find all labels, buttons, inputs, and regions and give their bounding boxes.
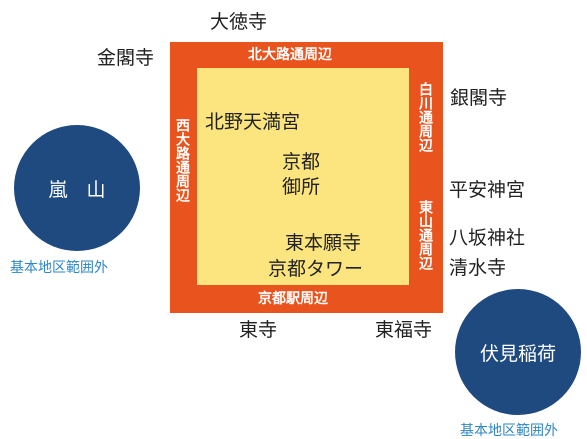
central-area-inner [197,68,409,285]
label-kiyomizudera: 清水寺 [449,257,507,279]
area-name-fushimi-inari: 伏見稲荷 [479,342,556,365]
label-gosho-line1: 京都 [282,151,321,173]
band-label-north: 北大路通周辺 [248,47,332,63]
label-kyoto-tower: 京都タワー [268,258,364,280]
label-toji: 東寺 [239,319,278,341]
band-label-west: 西大路通周辺 [174,118,190,202]
label-daitokuji: 大徳寺 [210,11,268,33]
label-kinkakuji: 金閣寺 [97,47,155,69]
label-yasaka-jinja: 八坂神社 [449,227,526,249]
label-heian-jingu: 平安神宮 [449,179,526,201]
area-name-arashiyama: 嵐 山 [48,178,106,201]
label-ginkakuji: 銀閣寺 [450,87,508,109]
band-label-east-lower: 東山通周辺 [417,200,433,270]
area-circle-arashiyama: 嵐 山 [14,125,140,251]
band-label-south: 京都駅周辺 [258,291,328,307]
band-label-east-upper: 白川通周辺 [417,82,433,152]
label-higashi-honganji: 東本願寺 [285,232,362,254]
area-circle-fushimi-inari: 伏見稲荷 [455,289,581,415]
label-kitano-tenmangu: 北野天満宮 [205,111,301,133]
out-of-range-note-fushimi-inari: 基本地区範囲外 [460,423,558,439]
label-gosho-line2: 御所 [282,176,321,198]
out-of-range-note-arashiyama: 基本地区範囲外 [10,260,108,276]
label-tofukuji: 東福寺 [375,319,433,341]
